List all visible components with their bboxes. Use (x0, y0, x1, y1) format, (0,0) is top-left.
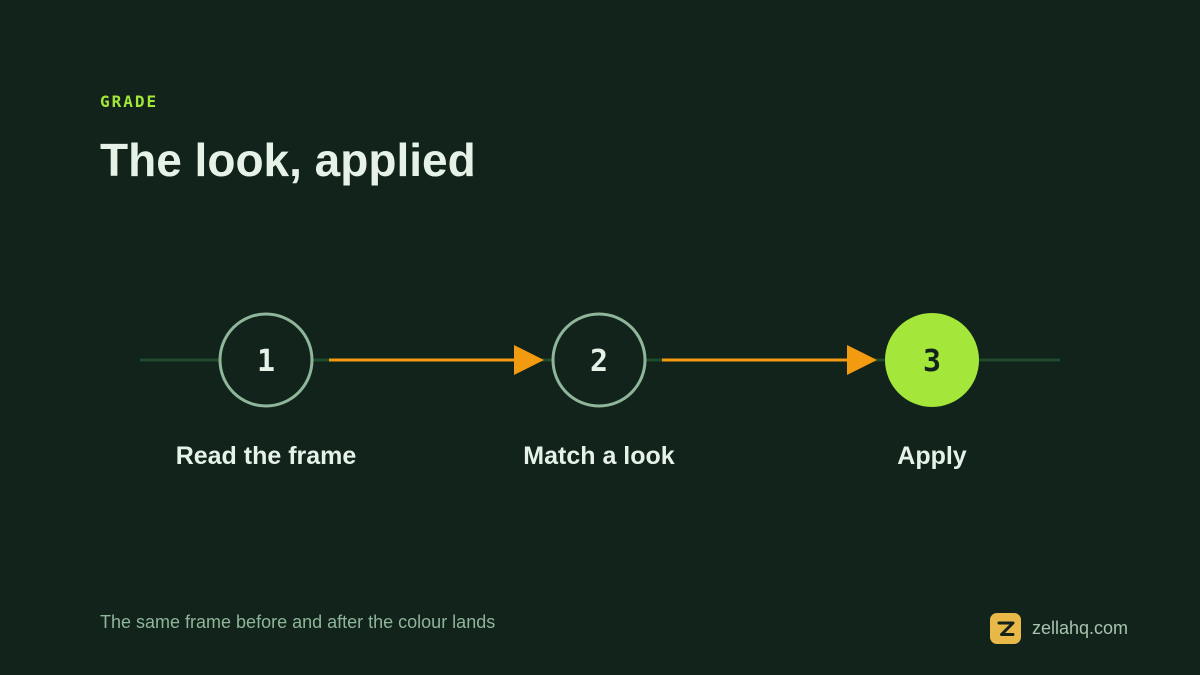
step-circle (218, 312, 314, 408)
step-number: 2 (590, 344, 608, 379)
connector-arrow-2-3 (662, 345, 877, 375)
page-title: The look, applied (100, 134, 476, 186)
step-number: 1 (257, 344, 275, 379)
step-circle (551, 312, 647, 408)
step-label-2: Match a look (523, 442, 675, 470)
step-node-3: 3 (885, 313, 979, 407)
step-circle-active (885, 313, 979, 407)
step-label-3: Apply (897, 442, 967, 470)
brand-name[interactable]: zellahq.com (1032, 618, 1129, 638)
arrowhead-icon (514, 345, 544, 375)
step-label-1: Read the frame (175, 442, 357, 470)
section-eyebrow: GRADE (100, 92, 159, 111)
arrowhead-icon (847, 345, 877, 375)
step-number: 3 (923, 344, 941, 379)
z-logo-icon (990, 613, 1021, 644)
step-node-2: 2 (551, 312, 647, 408)
connector-arrow-1-2 (329, 345, 544, 375)
footer-caption: The same frame before and after the colo… (100, 612, 496, 632)
step-node-1: 1 (218, 312, 314, 408)
brand[interactable]: zellahq.com (990, 613, 1128, 644)
